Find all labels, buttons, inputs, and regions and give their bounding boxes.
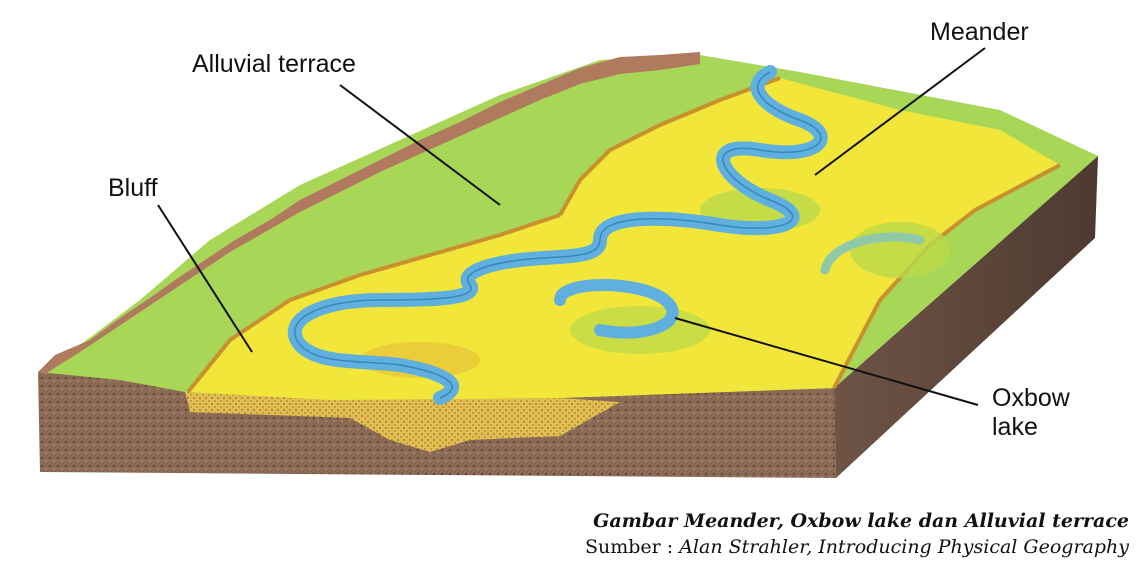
label-bluff: Bluff xyxy=(108,174,158,202)
leader-meander xyxy=(814,47,986,176)
floodplain xyxy=(188,78,1060,400)
figure-caption: Gambar Meander, Oxbow lake dan Alluvial … xyxy=(585,508,1129,560)
soil-right-face xyxy=(834,156,1098,478)
abandoned-meander xyxy=(820,232,925,275)
oxbow-lake xyxy=(554,279,679,339)
label-alluvial-terrace: Alluvial terrace xyxy=(192,50,356,78)
meandering-river-edge xyxy=(294,71,822,399)
terrace-scarp-middle xyxy=(558,76,781,216)
leader-alluvial-terrace xyxy=(339,84,501,206)
leader-bluff xyxy=(157,204,253,353)
caption-title: Gambar Meander, Oxbow lake dan Alluvial … xyxy=(593,510,1129,532)
terrace-scarp-left xyxy=(186,213,561,394)
label-oxbow-lake: Oxbow lake xyxy=(992,384,1070,442)
label-oxbow-line1: Oxbow xyxy=(992,384,1070,412)
label-oxbow-line2: lake xyxy=(992,412,1038,441)
caption-source: Sumber : Alan Strahler, Introducing Phys… xyxy=(585,534,1129,560)
meander-block-diagram xyxy=(38,47,1098,478)
alluvial-sediment xyxy=(185,392,620,452)
caption-source-prefix: Sumber : xyxy=(584,536,680,558)
label-meander: Meander xyxy=(930,18,1029,46)
leader-oxbow-lake xyxy=(674,317,979,406)
caption-source-text: Alan Strahler, Introducing Physical Geog… xyxy=(679,536,1129,558)
floodplain-vegetation xyxy=(850,222,950,278)
